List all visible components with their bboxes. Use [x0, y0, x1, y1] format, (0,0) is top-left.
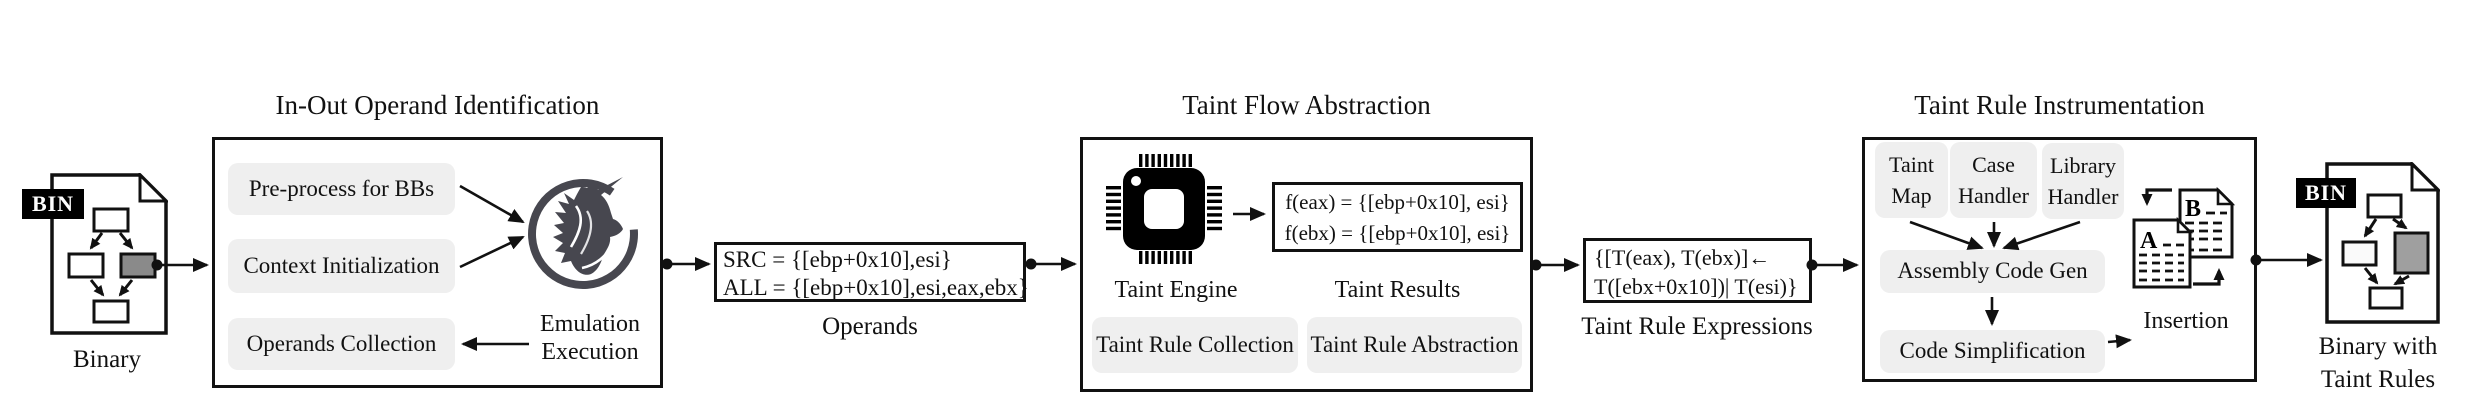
taint-engine-caption: Taint Engine	[1114, 277, 1238, 303]
taint-results-codebox: f(eax) = {[ebp+0x10], esi} f(ebx) = {[eb…	[1272, 182, 1523, 252]
library-handler-line2: Handler	[2047, 184, 2119, 209]
taint-result-ebx: f(ebx) = {[ebp+0x10], esi}	[1284, 221, 1511, 245]
junction-dot	[1025, 258, 1037, 270]
cpu-chip-icon	[1106, 154, 1222, 264]
cfg-node	[92, 299, 130, 324]
step-taint-rule-collection: Taint Rule Collection	[1092, 317, 1298, 373]
cfg-node	[2368, 286, 2404, 310]
taint-rule-expressions-caption: Taint Rule Expressions	[1581, 313, 1813, 340]
bin-badge-output: BIN	[2296, 178, 2356, 208]
insert-arrow-down	[2141, 188, 2172, 206]
insert-arrow-up	[2193, 268, 2225, 286]
emulation-execution-label: Emulation Execution	[520, 310, 660, 366]
insertion-caption: Insertion	[2143, 308, 2229, 334]
documents-swap-icon: B A	[2132, 187, 2236, 289]
library-handler-line1: Library	[2050, 153, 2116, 178]
step-preprocess-bbs: Pre-process for BBs	[228, 163, 455, 215]
operands-src-line: SRC = {[ebp+0x10],esi}	[723, 247, 952, 272]
taint-results-caption: Taint Results	[1334, 277, 1461, 303]
operands-caption: Operands	[822, 313, 918, 340]
step-taint-rule-abstraction: Taint Rule Abstraction	[1307, 317, 1522, 373]
bin-badge-label: BIN	[31, 191, 75, 216]
cfg-node	[92, 207, 130, 233]
taint-map-line1: Taint	[1889, 152, 1934, 177]
unicorn-emulation-icon	[528, 177, 639, 289]
case-handler-line1: Case	[1972, 152, 2015, 177]
step-code-simplification: Code Simplification	[1880, 330, 2105, 373]
expression-line-2: T([ebx+0x10])| T(esi)}	[1594, 274, 1798, 299]
case-handler-line2: Handler	[1958, 183, 2029, 208]
step-operands-collection: Operands Collection	[228, 318, 455, 370]
doc-letter-b: B	[2185, 196, 2201, 222]
stage1-title: In-Out Operand Identification	[275, 90, 600, 120]
taint-result-eax: f(eax) = {[ebp+0x10], esi}	[1285, 190, 1510, 214]
cfg-node-instrumented	[2393, 231, 2430, 275]
step-context-initialization: Context Initialization	[228, 239, 455, 293]
stage3-title: Taint Rule Instrumentation	[1914, 90, 2205, 120]
cfg-node	[67, 252, 105, 279]
junction-dot	[661, 258, 673, 270]
operands-codebox: SRC = {[ebp+0x10],esi} ALL = {[ebp+0x10]…	[714, 242, 1029, 302]
handler-library: Library Handler	[2042, 143, 2124, 219]
cfg-node-highlighted	[119, 252, 157, 279]
output-binary-caption: Binary with Taint Rules	[2298, 330, 2458, 396]
stage2-title: Taint Flow Abstraction	[1182, 90, 1431, 120]
expression-line-1: {[T(eax), T(ebx)]←	[1594, 245, 1771, 270]
operands-all-line: ALL = {[ebp+0x10],esi,eax,ebx}	[723, 275, 1029, 300]
output-caption-line1: Binary with	[2318, 333, 2438, 360]
cfg-node	[2366, 193, 2403, 219]
input-binary-caption: Binary	[72, 346, 142, 373]
step-assembly-code-gen: Assembly Code Gen	[1880, 250, 2105, 293]
taint-rule-expressions-codebox: {[T(eax), T(ebx)]← T([ebx+0x10])| T(esi)…	[1583, 238, 1812, 303]
cfg-node	[2341, 240, 2378, 267]
bin-badge: BIN	[22, 189, 84, 219]
execution-line: Execution	[541, 339, 639, 365]
handler-taint-map: Taint Map	[1875, 142, 1948, 218]
bin-badge-output-label: BIN	[2304, 180, 2348, 205]
doc-letter-a: A	[2140, 228, 2158, 254]
emulation-line: Emulation	[540, 311, 640, 337]
output-caption-line2: Taint Rules	[2320, 366, 2436, 393]
taint-map-line2: Map	[1891, 183, 1932, 208]
handler-case: Case Handler	[1950, 142, 2037, 218]
